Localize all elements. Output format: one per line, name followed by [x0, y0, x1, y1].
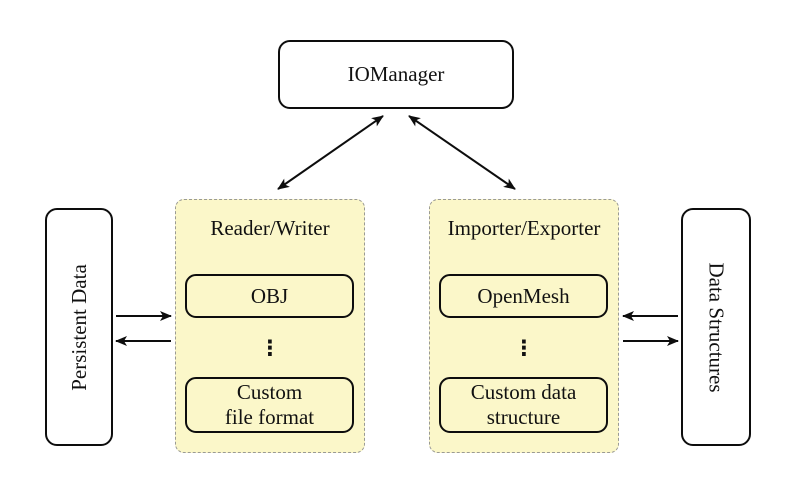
data-structures-label: Data Structures	[704, 261, 729, 393]
persistent-data-label: Persistent Data	[66, 263, 91, 391]
custom-file-format-node: Custom file format	[185, 377, 354, 433]
iomanager-node: IOManager	[278, 40, 514, 109]
obj-node: OBJ	[185, 274, 354, 318]
persistent-data-node: Persistent Data	[45, 208, 113, 446]
data-structures-node: Data Structures	[681, 208, 751, 446]
importer-exporter-title: Importer/Exporter	[447, 216, 601, 240]
reader-writer-panel: Reader/Writer OBJ ⋮ Custom file format	[175, 199, 365, 453]
vertical-ellipsis: ⋮	[259, 336, 281, 360]
custom-data-structure-node: Custom data structure	[439, 377, 608, 433]
reader-writer-title: Reader/Writer	[210, 216, 330, 240]
iomanager-label: IOManager	[347, 62, 445, 86]
arrow-iomanager-readerwriter	[277, 115, 384, 190]
openmesh-node: OpenMesh	[439, 274, 608, 318]
importer-exporter-panel: Importer/Exporter OpenMesh ⋮ Custom data…	[429, 199, 619, 453]
vertical-ellipsis: ⋮	[513, 336, 535, 360]
arrow-iomanager-importerexporter	[408, 115, 516, 190]
